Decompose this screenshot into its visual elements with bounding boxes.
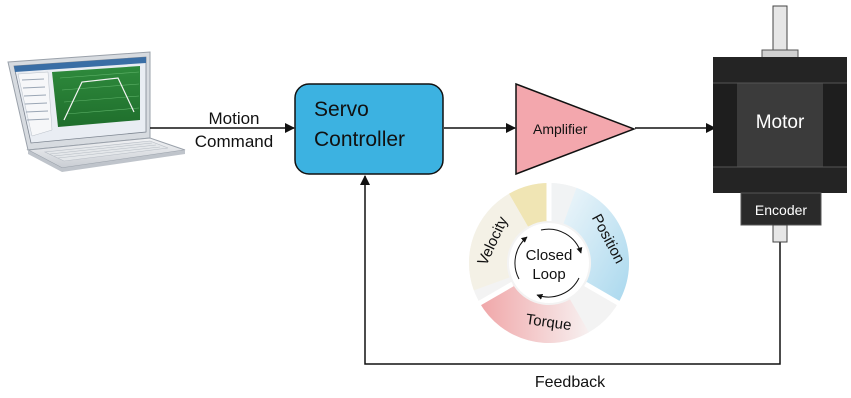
encoder-label: Encoder xyxy=(755,202,807,218)
feedback-line xyxy=(360,175,781,365)
motor-block: Motor Encoder xyxy=(713,5,847,243)
closed-loop-label-2: Loop xyxy=(532,266,565,283)
motor-label: Motor xyxy=(756,112,805,133)
feedback-label: Feedback xyxy=(535,374,606,391)
torque-label: Torque xyxy=(525,311,573,334)
amplifier-block: Amplifier xyxy=(515,82,637,176)
motion-command-label: Motion xyxy=(208,109,259,128)
laptop-image xyxy=(7,51,186,172)
servo-controller-block: Servo Controller xyxy=(294,83,444,175)
servo-controller-label: Servo xyxy=(314,98,369,121)
servo-controller-label-2: Controller xyxy=(314,128,405,151)
motion-command-label-2: Command xyxy=(195,132,273,151)
closed-loop-ring: Closed Loop Velocity Position Torque xyxy=(468,182,630,344)
closed-loop-label: Closed xyxy=(526,247,573,264)
amplifier-label: Amplifier xyxy=(533,121,588,137)
